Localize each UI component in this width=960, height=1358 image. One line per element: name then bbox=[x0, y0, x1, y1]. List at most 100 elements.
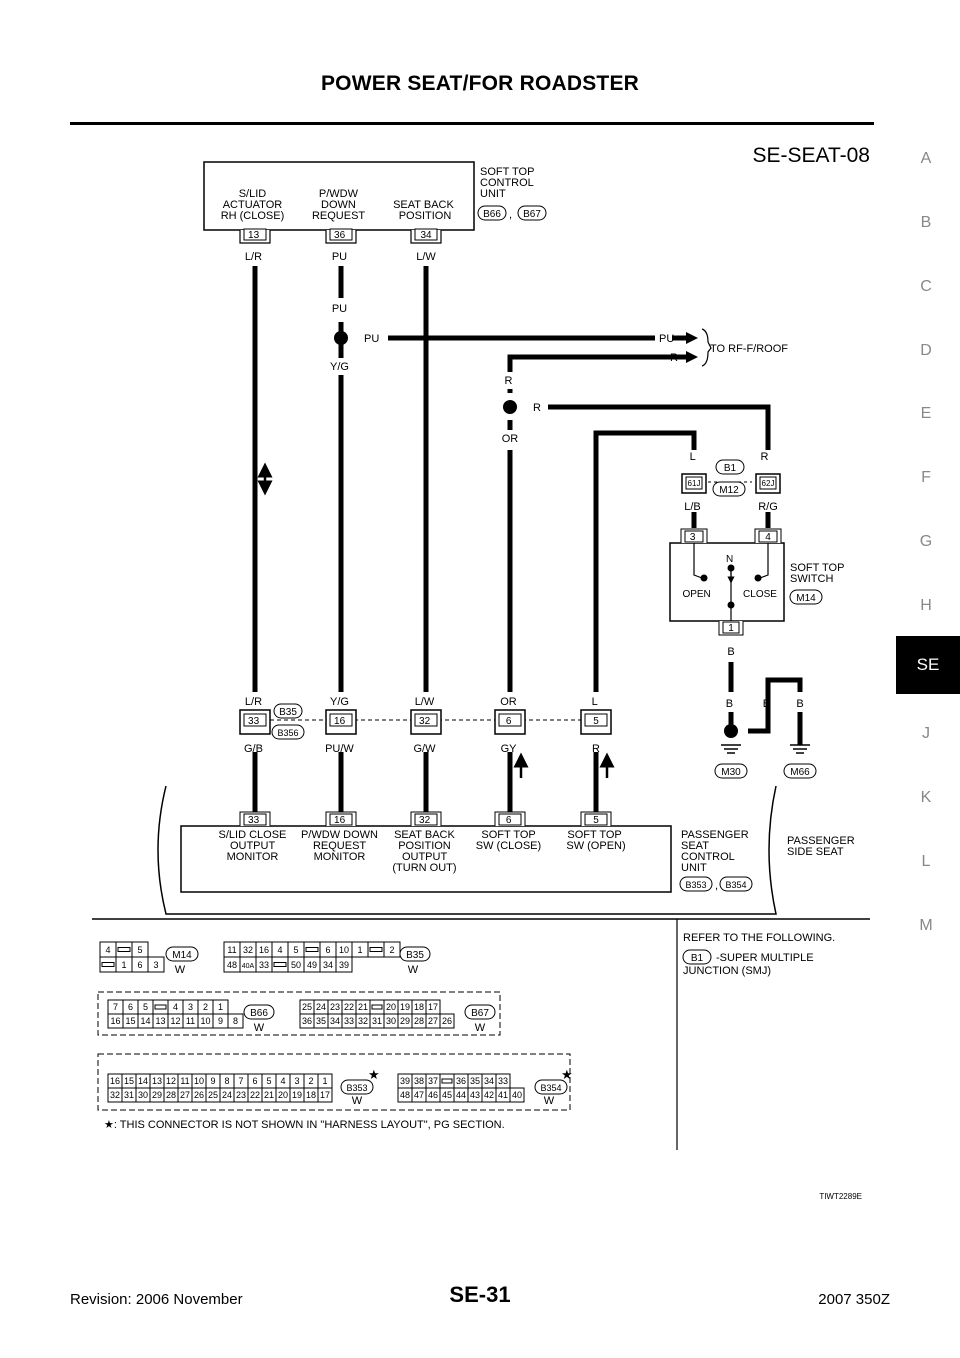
side-tab-e[interactable]: E bbox=[920, 405, 932, 422]
joint-below-32: G/W bbox=[413, 743, 436, 755]
side-tab-h[interactable]: H bbox=[920, 597, 932, 614]
splice-pu bbox=[334, 331, 348, 345]
diagram-id: SE-SEAT-08 bbox=[753, 144, 871, 167]
face-b35-pin: 11 bbox=[227, 945, 236, 955]
svg-text:3 4: 3 4 bbox=[690, 532, 771, 543]
face-b353-pin: 14 bbox=[138, 1076, 148, 1086]
face-b66-pin: 16 bbox=[110, 1016, 120, 1026]
face-b353-pin: 8 bbox=[224, 1076, 229, 1086]
seat-pin33-func-line3: MONITOR bbox=[227, 851, 279, 863]
smj-wire-r-top: R bbox=[760, 451, 768, 463]
face-b35-pin: 33 bbox=[259, 960, 269, 970]
face-b66-pin: 14 bbox=[140, 1016, 150, 1026]
unit-pin13-func-line2: ACTUATOR bbox=[223, 199, 283, 211]
face-b66-pin: 10 bbox=[200, 1016, 210, 1026]
page-title: POWER SEAT/FOR ROADSTER bbox=[320, 72, 640, 95]
splice-r bbox=[503, 400, 517, 414]
svg-text:L/R PU L/W: L/R PU L/W bbox=[245, 251, 436, 263]
side-tab-a[interactable]: A bbox=[920, 150, 932, 167]
joint-below-33: G/B bbox=[244, 743, 263, 755]
face-b67-pin: 19 bbox=[400, 1002, 410, 1012]
face-b354-key bbox=[441, 1078, 453, 1084]
figure-code: TIWT2289E bbox=[819, 1192, 862, 1201]
unit-pin34-func-line2: POSITION bbox=[399, 210, 452, 222]
seat-pin5-func-line2: SW (OPEN) bbox=[566, 840, 625, 852]
face-b35-pin: 49 bbox=[307, 960, 317, 970]
header-rule bbox=[70, 122, 874, 125]
face-b67-pin: 29 bbox=[400, 1016, 410, 1026]
seat-pin-32: 32 bbox=[419, 815, 431, 826]
switch-pos-close: CLOSE bbox=[743, 589, 777, 600]
splice-r-top-label: R bbox=[504, 375, 512, 387]
unit-pin-13: 13 bbox=[248, 230, 260, 241]
face-b35-pin: 6 bbox=[325, 945, 330, 955]
footer-page-number: SE-31 bbox=[449, 1282, 511, 1307]
to-rf-r-label: R bbox=[670, 352, 678, 364]
wire-lr-top: L/R bbox=[245, 251, 262, 263]
face-b35-key bbox=[273, 962, 287, 967]
face-b354-pin: 33 bbox=[498, 1076, 508, 1086]
face-b353-pin: 29 bbox=[152, 1090, 162, 1100]
svg-text:L R L/B R/G: L R L/B R/G bbox=[684, 451, 778, 513]
passenger-side-seat: 33 16 32 6 5 S/LID CLOSE OUTPUT MONITOR … bbox=[157, 785, 855, 915]
wires bbox=[252, 266, 803, 812]
smj-wire-l-top: L bbox=[690, 451, 696, 463]
connector-face-labels: M14 W B35 W B66 W B67 W B353 ★ W B354 ★ … bbox=[165, 946, 573, 1107]
side-tab-f[interactable]: F bbox=[921, 469, 931, 486]
joint-pin-16: 16 bbox=[334, 716, 346, 727]
joint-connector-b356: B356 bbox=[277, 728, 298, 738]
unit-connector-b66: B66 bbox=[483, 209, 501, 220]
seat-pin33-func-line1: S/LID CLOSE bbox=[219, 829, 287, 841]
seat-unit-label-line3: CONTROL bbox=[681, 851, 735, 863]
smj-connector: L R L/B R/G B1 M12 61J 62J bbox=[681, 451, 781, 513]
face-b35-pin: 16 bbox=[259, 945, 269, 955]
face-b353-pin: 30 bbox=[138, 1090, 148, 1100]
side-tab-c[interactable]: C bbox=[920, 278, 932, 295]
smj-wire-rg: R/G bbox=[758, 501, 778, 513]
face-b353-pin: 3 bbox=[294, 1076, 299, 1086]
side-tab-b[interactable]: B bbox=[920, 214, 932, 231]
side-tab-m[interactable]: M bbox=[919, 917, 933, 934]
face-b353-pin: 27 bbox=[180, 1090, 190, 1100]
face-b66-pin: 7 bbox=[113, 1002, 118, 1012]
face-b353-pin: 13 bbox=[152, 1076, 162, 1086]
face-b354-color: W bbox=[544, 1095, 555, 1107]
ground-wire-b2: B bbox=[763, 698, 770, 710]
side-tab-g[interactable]: G bbox=[919, 533, 933, 550]
soft-top-switch: 3 4 N OPEN CLOSE 1 SOFT TOP SWITCH M14 B bbox=[669, 528, 844, 658]
face-b35-pin: 2 bbox=[389, 945, 394, 955]
face-m14-pin: 4 bbox=[105, 945, 110, 955]
side-tab-k[interactable]: K bbox=[920, 789, 932, 806]
face-b354-pin: 47 bbox=[414, 1090, 424, 1100]
face-b66-pin: 3 bbox=[188, 1002, 193, 1012]
seat-pin32-func-line3: OUTPUT bbox=[402, 851, 448, 863]
unit-pin-36: 36 bbox=[334, 230, 346, 241]
side-tab-se-active[interactable]: SE bbox=[896, 636, 960, 694]
side-tab-d[interactable]: D bbox=[920, 342, 932, 359]
face-b353-pin: 11 bbox=[180, 1076, 189, 1086]
reference-heading: REFER TO THE FOLLOWING. bbox=[683, 932, 835, 944]
switch-pin-3: 3 bbox=[690, 532, 696, 543]
face-b354-cell bbox=[509, 1087, 525, 1103]
footer-model: 2007 350Z bbox=[818, 1291, 890, 1308]
face-b354-pin: 43 bbox=[470, 1090, 480, 1100]
svg-text:S/LID CLOSE OUTPUT: S/LID CLOSE OUTPUT MONITOR P/WDW DOWN RE… bbox=[219, 829, 626, 874]
face-b353-pin: 28 bbox=[166, 1090, 176, 1100]
face-b35-pin: 10 bbox=[339, 945, 349, 955]
face-b67-pin: 30 bbox=[386, 1016, 396, 1026]
face-b354-pin: 42 bbox=[484, 1090, 494, 1100]
face-m14-pin: 6 bbox=[137, 960, 142, 970]
face-m14-pin: 1 bbox=[121, 960, 126, 970]
face-b67-color: W bbox=[475, 1022, 486, 1034]
side-tab-l[interactable]: L bbox=[921, 853, 931, 870]
face-b353-pin: 32 bbox=[110, 1090, 120, 1100]
side-tab-j[interactable]: J bbox=[922, 725, 930, 742]
face-b353-pin: 15 bbox=[124, 1076, 134, 1086]
to-rf-roof-label: TO RF-F/ROOF bbox=[710, 343, 788, 355]
reference-notes: REFER TO THE FOLLOWING. B1 -SUPER MULTIP… bbox=[104, 932, 835, 1131]
face-b354-pin: 40 bbox=[512, 1090, 522, 1100]
unit-pin13-func-line3: RH (CLOSE) bbox=[221, 210, 285, 222]
face-b354-pin: 39 bbox=[400, 1076, 410, 1086]
svg-text:B B B: B B B bbox=[726, 698, 804, 710]
